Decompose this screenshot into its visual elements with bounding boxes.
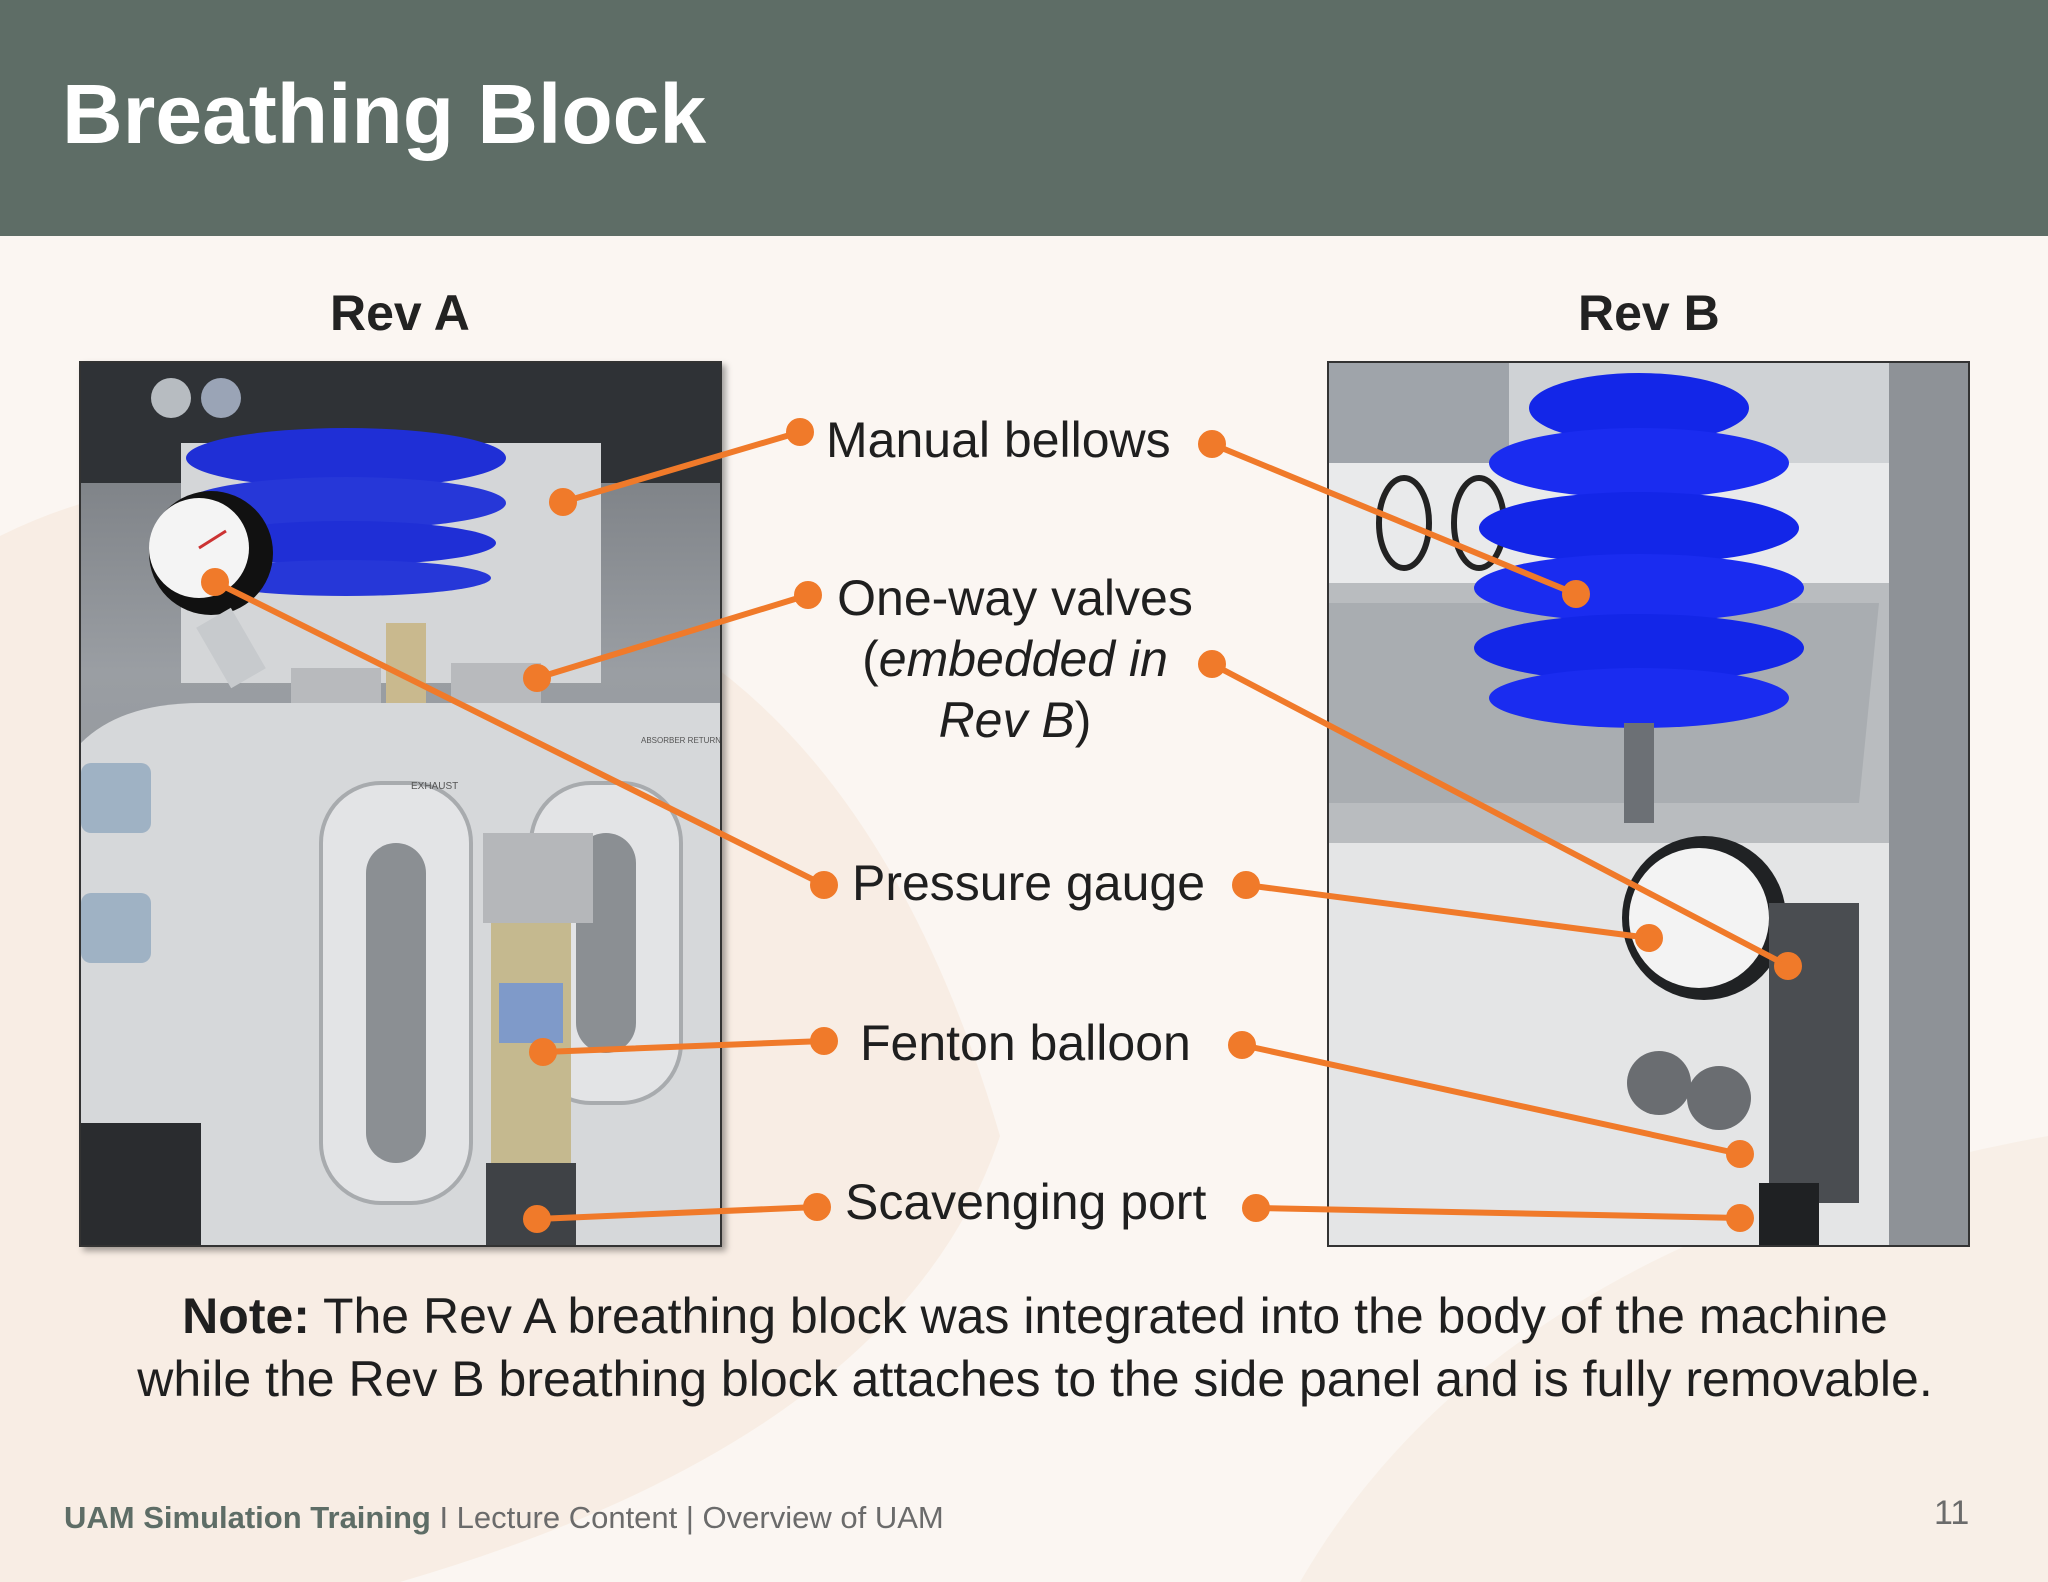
footer-brand: UAM Simulation Training <box>64 1500 431 1535</box>
note-label: Note: <box>182 1288 310 1344</box>
callout-scavenging-port: Scavenging port <box>845 1174 1207 1230</box>
callout-fenton-balloon: Fenton balloon <box>860 1015 1191 1071</box>
rev-a-photo: EXHAUST ABSORBER RETURN <box>79 361 722 1247</box>
dot-bellows-label-b <box>1198 430 1226 458</box>
callout-valves-line1: One-way valves <box>837 570 1193 626</box>
page-number: 11 <box>1934 1494 1970 1532</box>
rev-b-photo <box>1327 361 1970 1247</box>
footer: UAM Simulation Training I Lecture Conten… <box>64 1500 944 1536</box>
slide-title: Breathing Block <box>62 67 707 161</box>
dot-scav-label-a <box>803 1193 831 1221</box>
header-bar: Breathing Block <box>0 0 2048 236</box>
rev-a-label: Rev A <box>330 285 470 341</box>
note-body: The Rev A breathing block was integrated… <box>137 1288 1933 1407</box>
dot-scav-label-b <box>1242 1194 1270 1222</box>
callout-pressure-gauge: Pressure gauge <box>852 855 1206 911</box>
callout-valves-line2: (embedded in <box>862 631 1168 687</box>
dot-balloon-label-b <box>1228 1031 1256 1059</box>
rev-b-label: Rev B <box>1578 285 1720 341</box>
callout-valves-italic-2: Rev B <box>938 692 1075 748</box>
note-text: Note: The Rev A breathing block was inte… <box>120 1285 1950 1410</box>
callout-manual-bellows: Manual bellows <box>826 412 1171 468</box>
callout-valves-italic-1: embedded in <box>878 631 1168 687</box>
dot-bellows-label-a <box>786 418 814 446</box>
callout-one-way-valves: One-way valves (embedded in Rev B) <box>805 568 1225 751</box>
exhaust-label: EXHAUST <box>411 781 458 792</box>
dot-gauge-label-a <box>810 871 838 899</box>
dot-balloon-label-a <box>810 1027 838 1055</box>
footer-rest: I Lecture Content | Overview of UAM <box>430 1500 944 1535</box>
absorber-return-label: ABSORBER RETURN <box>641 736 721 745</box>
dot-gauge-label-b <box>1232 871 1260 899</box>
callout-valves-line3: Rev B) <box>938 692 1092 748</box>
